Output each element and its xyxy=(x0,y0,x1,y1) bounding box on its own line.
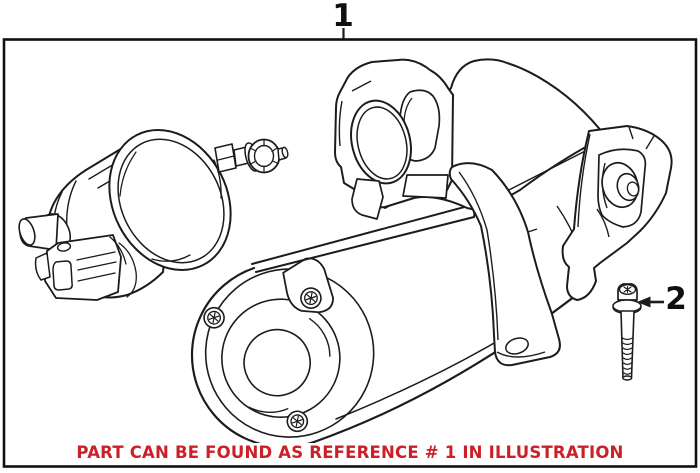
gear-housing xyxy=(556,125,673,301)
flange-bolt xyxy=(612,283,642,381)
caption-text: PART CAN BE FOUND AS REFERENCE # 1 IN IL… xyxy=(73,443,627,462)
foot-bolt-hole xyxy=(505,337,529,355)
callout-1-label: 1 xyxy=(332,0,354,34)
callout-2-arrow xyxy=(637,296,664,308)
illustration-border xyxy=(2,38,698,468)
flange-bore xyxy=(350,99,412,185)
torx-screw xyxy=(286,410,309,433)
mounting-flange xyxy=(334,58,454,220)
clamp-band xyxy=(448,162,561,367)
callout-2-label: 2 xyxy=(665,281,687,317)
caption-row: PART CAN BE FOUND AS REFERENCE # 1 IN IL… xyxy=(0,443,700,462)
solenoid xyxy=(18,128,289,301)
solenoid-face xyxy=(108,128,232,272)
terminal-stud xyxy=(56,242,72,252)
torx-screw xyxy=(300,287,322,309)
motor-end-cap xyxy=(190,257,375,449)
torx-screw xyxy=(203,306,225,329)
